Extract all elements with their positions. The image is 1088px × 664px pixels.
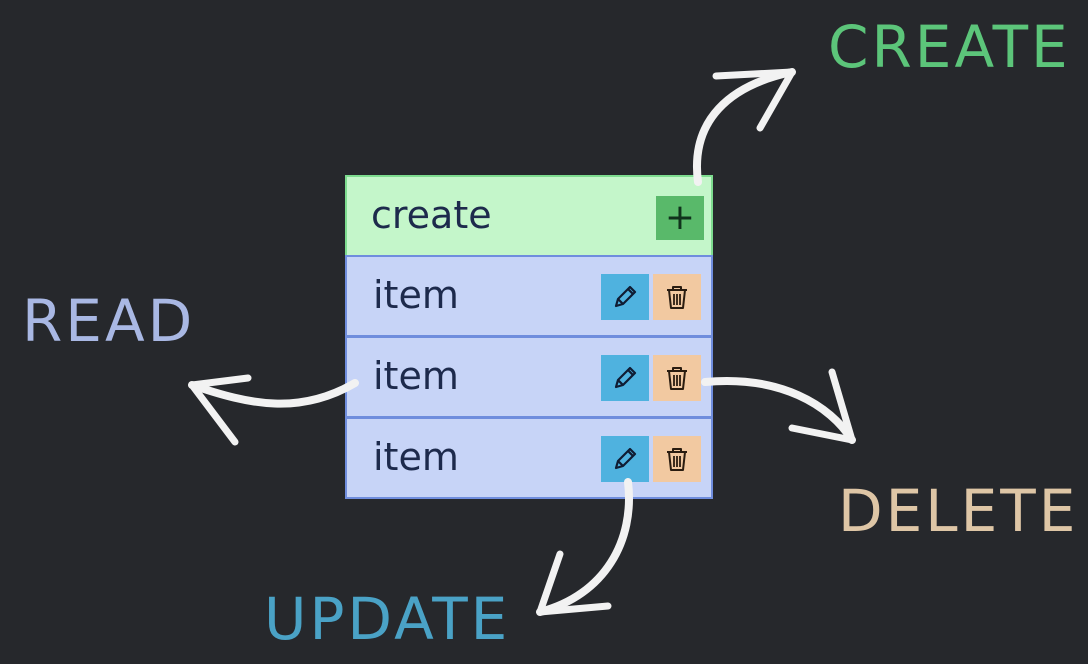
curved-arrow-icon bbox=[712, 68, 796, 132]
delete-button[interactable] bbox=[653, 355, 701, 401]
curved-arrow-icon bbox=[701, 377, 856, 444]
curved-arrow-icon bbox=[536, 478, 633, 616]
edit-button[interactable] bbox=[601, 436, 649, 482]
delete-label: DELETE bbox=[838, 477, 1079, 545]
list-item-text: item bbox=[373, 435, 459, 479]
list-item[interactable]: item bbox=[345, 336, 713, 418]
trash-icon bbox=[667, 286, 687, 309]
list-item[interactable]: item bbox=[345, 255, 713, 337]
list-item-text: item bbox=[373, 273, 459, 317]
edit-button[interactable] bbox=[601, 355, 649, 401]
read-label: READ bbox=[22, 287, 196, 355]
add-button[interactable]: + bbox=[656, 196, 704, 240]
curved-arrow-icon bbox=[788, 368, 856, 444]
pencil-icon bbox=[614, 447, 637, 470]
list-item-text: item bbox=[373, 354, 459, 398]
delete-button[interactable] bbox=[653, 436, 701, 482]
update-label: UPDATE bbox=[264, 585, 511, 653]
crud-list-panel: create + item item bbox=[345, 175, 715, 499]
create-row: create + bbox=[345, 175, 713, 257]
curved-arrow-icon bbox=[188, 379, 359, 408]
plus-icon: + bbox=[664, 197, 696, 238]
pencil-icon bbox=[614, 366, 637, 389]
delete-button[interactable] bbox=[653, 274, 701, 320]
create-label: CREATE bbox=[828, 13, 1071, 81]
trash-icon bbox=[667, 448, 687, 471]
pencil-icon bbox=[614, 285, 637, 308]
create-row-text: create bbox=[371, 193, 492, 237]
list-item[interactable]: item bbox=[345, 417, 713, 499]
curved-arrow-icon bbox=[693, 68, 796, 186]
trash-icon bbox=[667, 367, 687, 390]
curved-arrow-icon bbox=[188, 374, 252, 446]
curved-arrow-icon bbox=[536, 550, 612, 616]
edit-button[interactable] bbox=[601, 274, 649, 320]
